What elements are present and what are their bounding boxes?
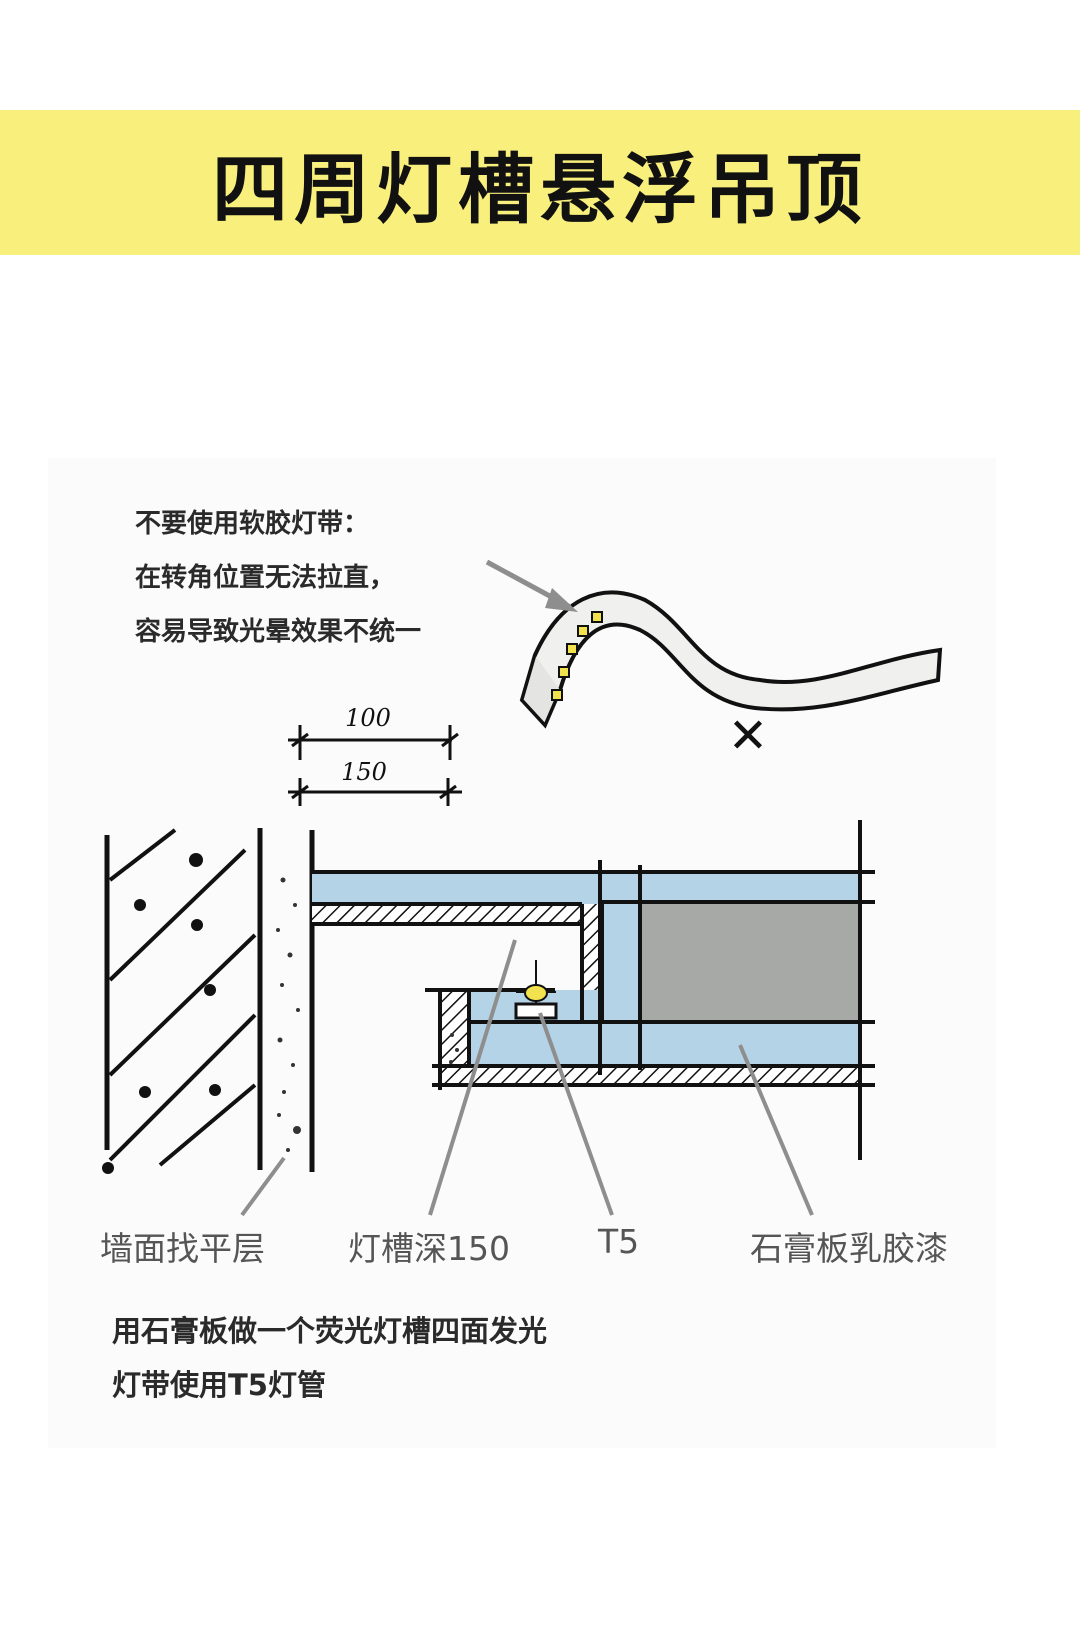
title-banner: 四周灯槽悬浮吊顶 bbox=[0, 110, 1080, 255]
note-line: 用石膏板做一个荧光灯槽四面发光 bbox=[112, 1314, 548, 1348]
led-chip bbox=[577, 625, 589, 637]
ceiling-section bbox=[312, 820, 875, 1160]
reject-mark-icon: ✕ bbox=[728, 708, 768, 764]
warning-line: 在转角位置无法拉直， bbox=[135, 563, 396, 593]
arrow-to-strip bbox=[485, 559, 578, 612]
dimension-inner: 100 bbox=[345, 704, 391, 732]
warning-line: 容易导致光晕效果不统一 bbox=[135, 617, 422, 647]
label-t5: T5 bbox=[598, 1222, 640, 1261]
leader-t5 bbox=[538, 1012, 614, 1216]
leader-gypsum bbox=[738, 1044, 814, 1216]
leader-lines bbox=[240, 939, 814, 1217]
label-gypsum: 石膏板乳胶漆 bbox=[750, 1229, 948, 1268]
led-chip bbox=[551, 689, 563, 701]
note-line: 灯带使用T5灯管 bbox=[112, 1368, 326, 1402]
masonry-wall bbox=[102, 828, 263, 1174]
label-slot-depth: 灯槽深150 bbox=[348, 1229, 510, 1268]
dimension-lines bbox=[288, 725, 462, 806]
construction-note: 用石膏板做一个荧光灯槽四面发光 灯带使用T5灯管 bbox=[112, 1304, 547, 1412]
leader-slot-depth bbox=[428, 939, 517, 1216]
page-title: 四周灯槽悬浮吊顶 bbox=[212, 144, 868, 234]
t5-lamp bbox=[514, 960, 558, 1020]
ceiling-gray-panel bbox=[640, 904, 860, 1022]
soft-led-strip-illustration bbox=[519, 590, 943, 729]
leader-wall-leveling bbox=[240, 1156, 286, 1217]
led-chip bbox=[558, 666, 570, 678]
soft-strip-warning: 不要使用软胶灯带： 在转角位置无法拉直， 容易导致光晕效果不统一 bbox=[135, 497, 421, 659]
label-wall-leveling: 墙面找平层 bbox=[100, 1229, 265, 1268]
warning-line: 不要使用软胶灯带： bbox=[135, 509, 370, 539]
dimension-outer: 150 bbox=[341, 758, 387, 786]
led-chip bbox=[566, 643, 578, 655]
wall-leveling-layer bbox=[276, 830, 315, 1172]
led-chip bbox=[591, 611, 603, 623]
